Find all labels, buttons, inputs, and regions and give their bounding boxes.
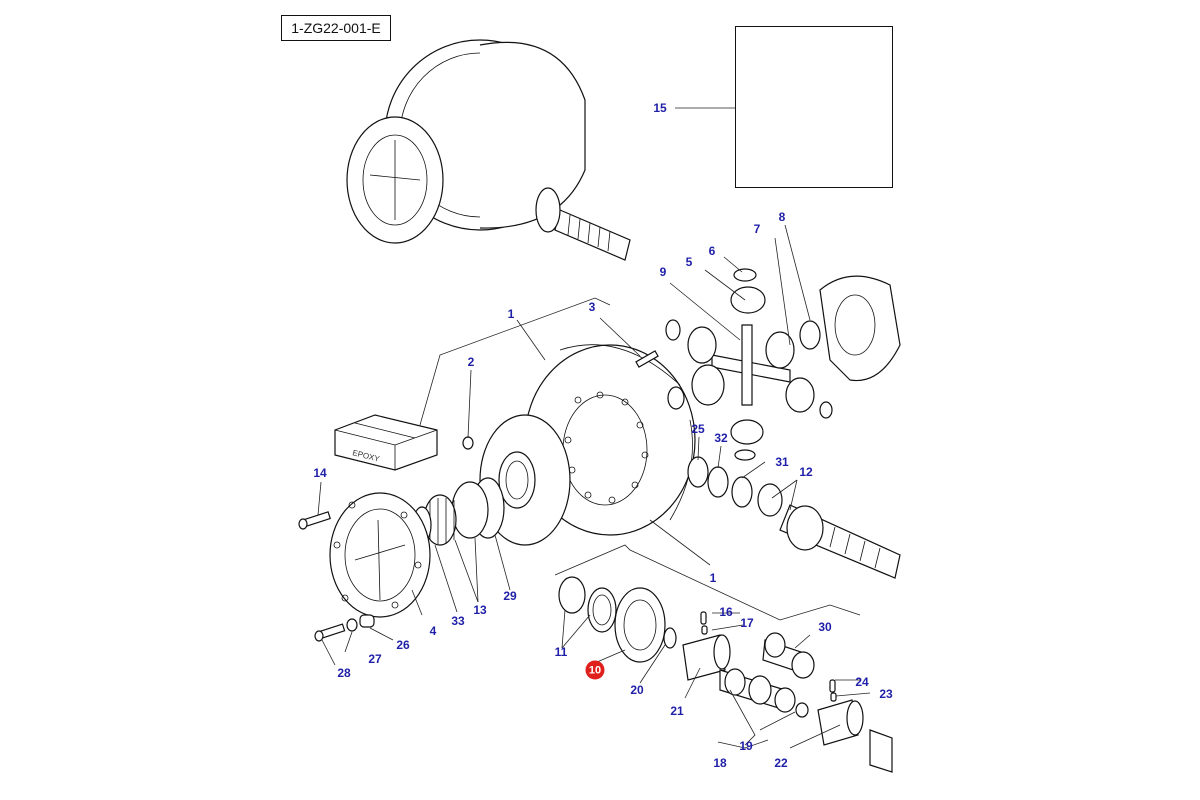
- callout-33[interactable]: 33: [451, 614, 465, 628]
- bearing-illustration: [412, 477, 505, 546]
- callout-4[interactable]: 4: [429, 624, 437, 638]
- callout-1-lower[interactable]: 1: [709, 571, 717, 585]
- pinion-shaft-illustration: [687, 456, 901, 579]
- callout-16[interactable]: 16: [719, 605, 733, 619]
- epoxy-package-illustration: [334, 414, 438, 471]
- callout-23[interactable]: 23: [879, 687, 893, 701]
- callout-26[interactable]: 26: [396, 638, 410, 652]
- callout-28[interactable]: 28: [337, 666, 351, 680]
- callout-30[interactable]: 30: [818, 620, 832, 634]
- callout-20[interactable]: 20: [630, 683, 644, 697]
- callout-2[interactable]: 2: [467, 355, 475, 369]
- callout-13[interactable]: 13: [473, 603, 487, 617]
- housing-half-illustration: [819, 275, 901, 382]
- callout-32[interactable]: 32: [714, 431, 728, 445]
- callout-5[interactable]: 5: [685, 255, 693, 269]
- callout-24[interactable]: 24: [855, 675, 869, 689]
- reference-code-label: 1-ZG22-001-E: [281, 15, 391, 41]
- callout-11[interactable]: 11: [554, 645, 568, 659]
- callout-6[interactable]: 6: [708, 244, 716, 258]
- spider-gears-illustration: [665, 268, 833, 461]
- callout-22[interactable]: 22: [774, 756, 788, 770]
- cover-illustration: [329, 492, 431, 618]
- callout-31[interactable]: 31: [775, 455, 789, 469]
- callout-3[interactable]: 3: [588, 300, 596, 314]
- callout-10-highlighted[interactable]: 10: [585, 660, 605, 680]
- callout-17[interactable]: 17: [740, 616, 754, 630]
- callout-9[interactable]: 9: [659, 265, 667, 279]
- callout-21[interactable]: 21: [670, 704, 684, 718]
- callout-14[interactable]: 14: [313, 466, 327, 480]
- callout-25[interactable]: 25: [691, 422, 705, 436]
- fastener-illustrations: [298, 350, 659, 642]
- lower-subassembly-illustration: [558, 576, 893, 773]
- assembled-differential-illustration: [346, 39, 631, 261]
- callout-12[interactable]: 12: [799, 465, 813, 479]
- inset-frame: [735, 26, 893, 188]
- callout-19[interactable]: 19: [739, 739, 753, 753]
- callout-8[interactable]: 8: [778, 210, 786, 224]
- callout-29[interactable]: 29: [503, 589, 517, 603]
- callout-7[interactable]: 7: [753, 222, 761, 236]
- callout-18[interactable]: 18: [713, 756, 727, 770]
- callout-15[interactable]: 15: [653, 101, 667, 115]
- leader-lines: [317, 107, 871, 749]
- callout-1-upper[interactable]: 1: [507, 307, 515, 321]
- callout-27[interactable]: 27: [368, 652, 382, 666]
